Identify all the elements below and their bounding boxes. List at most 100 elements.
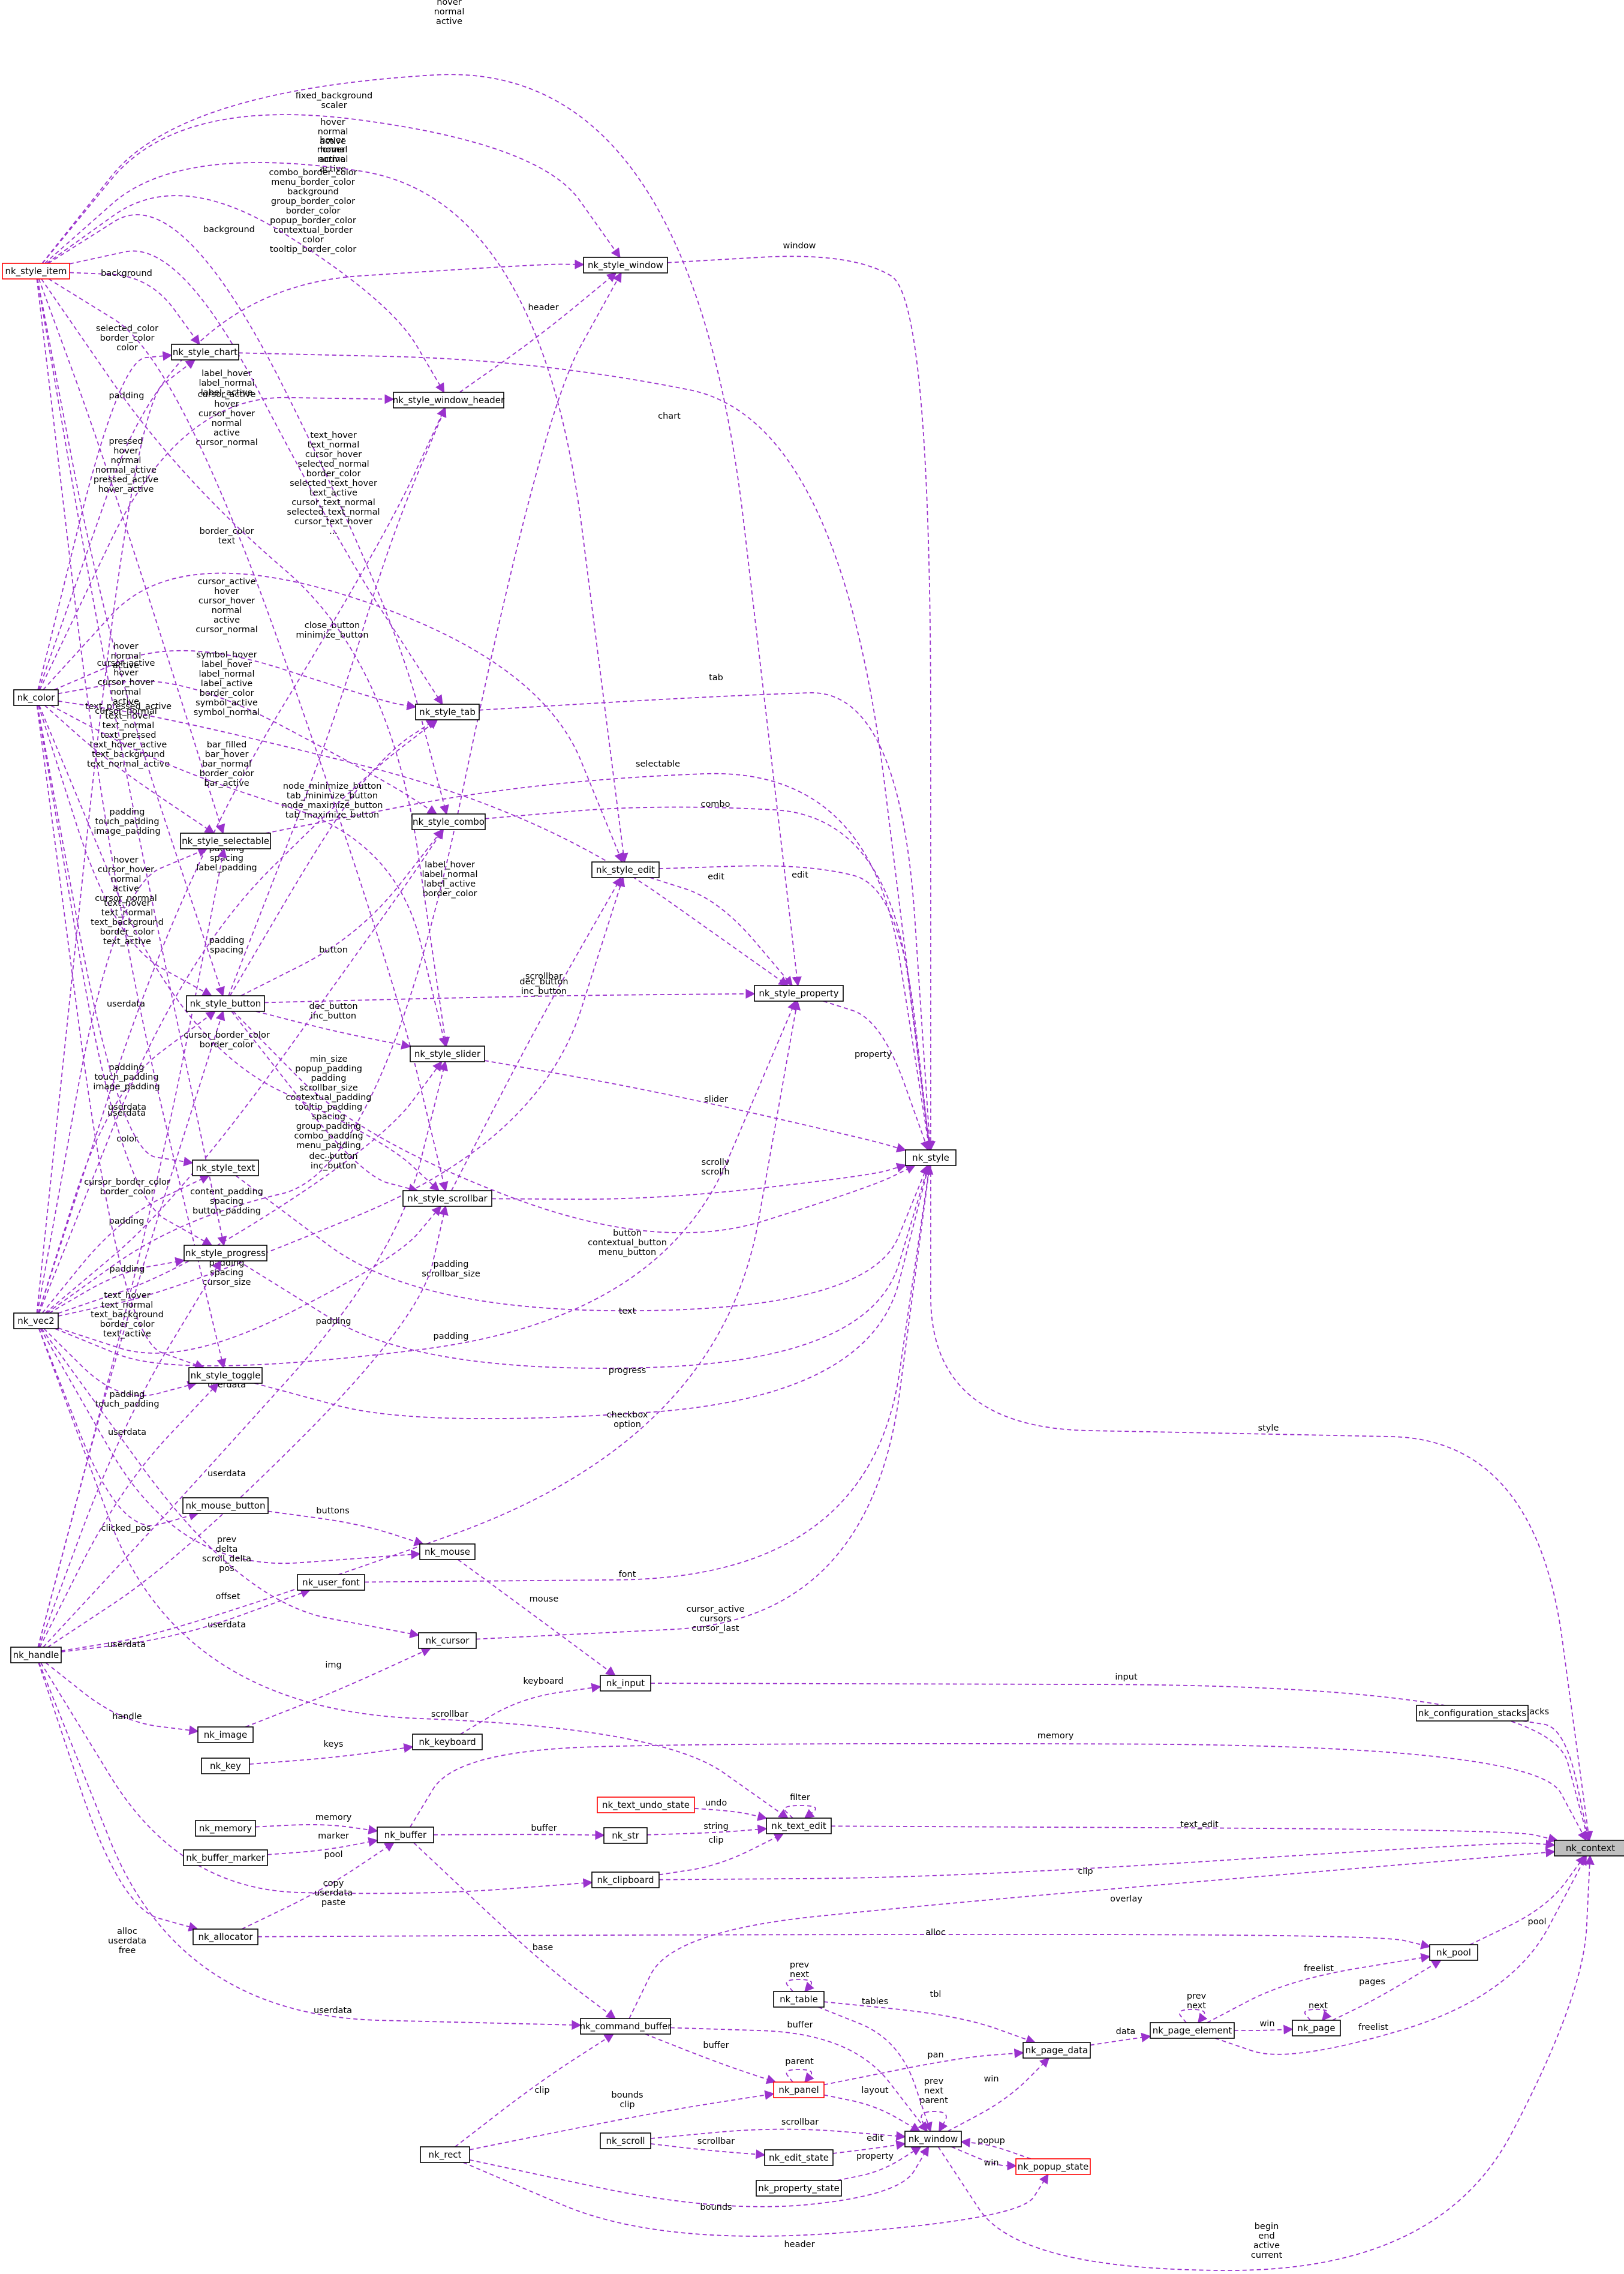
node-nk-style-combo[interactable]: nk_style_combo	[411, 813, 486, 830]
node-nk-color[interactable]: nk_color	[13, 689, 59, 706]
node-nk-scroll[interactable]: nk_scroll	[600, 2132, 651, 2149]
node-nk-style[interactable]: nk_style	[905, 1149, 957, 1166]
edge-label: parent	[785, 2057, 814, 2066]
node-nk-style-tab[interactable]: nk_style_tab	[415, 704, 480, 720]
edge-label-line: cursor_size	[203, 1278, 251, 1287]
edge-label-line: group_border_color	[271, 197, 355, 206]
edge-label-line: freelist	[1358, 2023, 1388, 2032]
node-nk-style-window-header[interactable]: nk_style_window_header	[393, 392, 505, 408]
edge-line	[455, 2033, 615, 2147]
node-nk-text-undo-state[interactable]: nk_text_undo_state	[597, 1797, 695, 1813]
edge-label-line: tab_maximize_button	[285, 810, 379, 820]
node-nk-clipboard[interactable]: nk_clipboard	[591, 1872, 660, 1888]
node-nk-allocator[interactable]: nk_allocator	[193, 1928, 258, 1945]
node-nk-edit-state[interactable]: nk_edit_state	[764, 2149, 834, 2166]
node-nk-str[interactable]: nk_str	[603, 1827, 648, 1844]
edge-label-line: image_padding	[94, 827, 160, 836]
edge-line	[42, 114, 621, 264]
node-box	[415, 704, 480, 720]
node-nk-cursor[interactable]: nk_cursor	[418, 1632, 477, 1649]
edge-line	[36, 359, 196, 1314]
node-nk-input[interactable]: nk_input	[600, 1675, 651, 1692]
node-nk-vec2[interactable]: nk_vec2	[13, 1312, 59, 1329]
edge-nk_style_slider-to-nk_style: slider	[484, 1060, 907, 1153]
node-nk-style-property[interactable]: nk_style_property	[754, 985, 844, 1002]
node-nk-style-edit[interactable]: nk_style_edit	[591, 861, 660, 878]
node-nk-style-item[interactable]: nk_style_item	[2, 263, 70, 280]
edge-label: tables	[862, 1997, 888, 2006]
edge-nk_page-to-nk_page: next	[1304, 2001, 1332, 2021]
edge-label-line: background	[203, 225, 255, 235]
node-nk-style-text[interactable]: nk_style_text	[192, 1159, 259, 1176]
edge-label-line: userdata	[314, 1888, 353, 1898]
node-nk-page-data[interactable]: nk_page_data	[1022, 2042, 1091, 2059]
edge-label-line: buffer	[531, 1824, 557, 1833]
edge-nk_panel-to-nk_panel: parent	[785, 2057, 814, 2083]
node-nk-image[interactable]: nk_image	[197, 1726, 254, 1743]
node-nk-text-edit[interactable]: nk_text_edit	[766, 1818, 832, 1834]
node-nk-page-element[interactable]: nk_page_element	[1150, 2022, 1235, 2039]
node-nk-style-toggle[interactable]: nk_style_toggle	[188, 1367, 263, 1384]
edge-label-line: bounds	[700, 2203, 732, 2212]
edge-label-line: normal	[434, 7, 465, 17]
node-nk-style-chart[interactable]: nk_style_chart	[171, 344, 239, 361]
node-nk-keyboard[interactable]: nk_keyboard	[412, 1734, 483, 1750]
edge-label-line: label_normal	[199, 379, 254, 388]
edge-label-line: dec_button	[519, 977, 568, 987]
edge-label-line: cursor_text_normal	[291, 498, 375, 507]
node-nk-style-window[interactable]: nk_style_window	[583, 257, 668, 274]
edge-line	[38, 407, 446, 1314]
edge-nk_vec2-to-nk_text_edit: scrollbar	[38, 1328, 789, 1819]
edge-label-line: text_normal	[103, 721, 155, 731]
node-nk-key[interactable]: nk_key	[201, 1758, 250, 1774]
node-nk-property-state[interactable]: nk_property_state	[756, 2180, 842, 2197]
node-nk-context[interactable]: nk_context	[1554, 1840, 1624, 1857]
edge-line	[47, 1205, 449, 1648]
node-nk-handle[interactable]: nk_handle	[10, 1647, 62, 1663]
edge-label-line: label_active	[201, 388, 252, 398]
edge-line	[460, 1683, 602, 1735]
node-nk-user-font[interactable]: nk_user_font	[297, 1574, 365, 1591]
edge-label: freelist	[1358, 2023, 1388, 2032]
node-nk-style-progress[interactable]: nk_style_progress	[184, 1245, 267, 1261]
node-nk-memory[interactable]: nk_memory	[195, 1820, 256, 1837]
node-nk-style-slider[interactable]: nk_style_slider	[410, 1046, 485, 1062]
edge-label-line: popup	[978, 2136, 1005, 2146]
node-nk-style-scrollbar[interactable]: nk_style_scrollbar	[402, 1190, 492, 1207]
node-nk-page[interactable]: nk_page	[1292, 2020, 1341, 2036]
node-nk-style-selectable[interactable]: nk_style_selectable	[180, 833, 271, 849]
node-nk-table[interactable]: nk_table	[773, 1991, 825, 2008]
node-nk-buffer[interactable]: nk_buffer	[377, 1827, 434, 1843]
node-nk-rect[interactable]: nk_rect	[420, 2146, 470, 2163]
node-nk-mouse[interactable]: nk_mouse	[419, 1543, 476, 1560]
edge-label: keys	[324, 1740, 344, 1749]
node-nk-command-buffer[interactable]: nk_command_buffer	[580, 2018, 672, 2035]
edge-line	[960, 2137, 1031, 2159]
edge-label-line: progress	[609, 1366, 646, 1375]
node-nk-style-button[interactable]: nk_style_button	[186, 995, 265, 1012]
node-box	[188, 1367, 263, 1384]
edge-label-line: window	[783, 241, 816, 251]
edge-line	[40, 1662, 593, 1894]
edge-line	[818, 2006, 933, 2132]
edge-nk_style_window-to-nk_style: window	[667, 241, 936, 1151]
node-box	[410, 1046, 485, 1062]
node-nk-mouse-button[interactable]: nk_mouse_button	[182, 1497, 269, 1514]
node-nk-panel[interactable]: nk_panel	[773, 2081, 825, 2098]
node-nk-window[interactable]: nk_window	[904, 2131, 962, 2147]
node-nk-popup-state[interactable]: nk_popup_state	[1015, 2158, 1091, 2175]
node-nk-pool[interactable]: nk_pool	[1429, 1944, 1478, 1961]
node-label: nk_buffer	[384, 1830, 427, 1841]
node-nk-buffer-marker[interactable]: nk_buffer_marker	[183, 1849, 268, 1866]
node-nk-configuration-stacks[interactable]: nk_configuration_stacks	[1416, 1705, 1529, 1722]
edge-label: alloc	[925, 1928, 946, 1937]
edge-label-line: font	[619, 1570, 636, 1579]
